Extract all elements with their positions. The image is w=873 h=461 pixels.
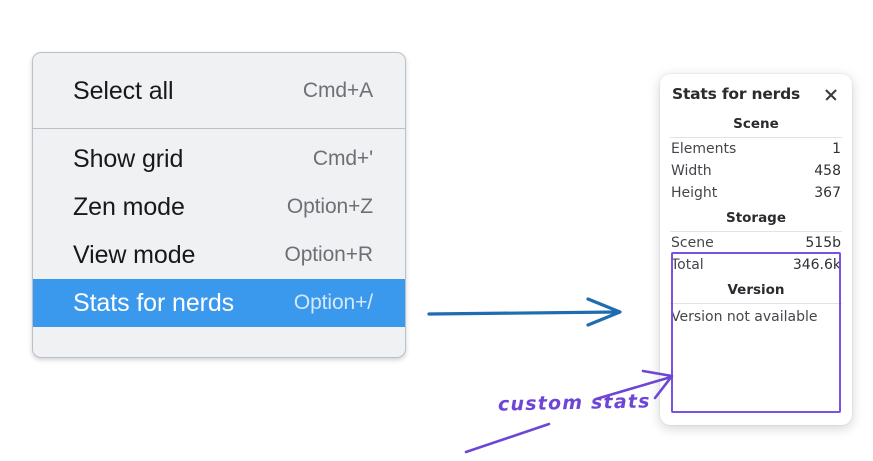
menu-item-label: Show grid [73,144,184,173]
stat-row-height: Height 367 [660,182,852,204]
menu-item-view-mode[interactable]: View mode Option+R [33,231,405,279]
menu-item-zen-mode[interactable]: Zen mode Option+Z [33,183,405,231]
menu-item-stats-for-nerds[interactable]: Stats for nerds Option+/ [33,279,405,327]
stat-row-elements: Elements 1 [660,138,852,160]
menu-item-label: View mode [73,240,196,269]
stat-row-width: Width 458 [660,160,852,182]
stats-for-nerds-panel[interactable]: Stats for nerds Scene Elements 1 Width 4… [660,74,852,425]
menu-section-2: Show grid Cmd+' Zen mode Option+Z View m… [33,129,405,347]
stat-row-storage-total: Total 346.6k [660,254,852,276]
panel-header: Stats for nerds [660,74,852,110]
menu-item-label: Zen mode [73,192,185,221]
stat-key: Height [671,185,718,201]
purple-underline-stroke [464,422,551,454]
menu-item-shortcut: Option+R [284,243,373,266]
menu-item-select-all[interactable]: Select all Cmd+A [33,67,405,115]
menu-bottom-padding [33,327,405,341]
stat-value: 1 [832,141,841,157]
panel-title: Stats for nerds [672,85,801,103]
section-heading-version: Version [727,282,785,298]
stat-value: 367 [814,185,841,201]
stat-key: Total [671,257,704,273]
custom-stats-annotation-label: custom stats [497,390,651,416]
version-section: Version Version not available [660,276,852,329]
stat-value: 458 [814,163,841,179]
stat-row-storage-scene: Scene 515b [660,232,852,254]
section-rule [670,303,842,304]
section-rule [670,137,842,138]
menu-item-shortcut: Option+/ [293,291,373,314]
section-heading-storage: Storage [725,210,787,226]
stat-key: Width [671,163,712,179]
stat-key: Elements [671,141,737,157]
menu-item-label: Select all [73,76,174,105]
stat-value: 346.6k [792,257,841,273]
scene-section: Scene Elements 1 Width 458 Height 367 [660,110,852,204]
close-icon[interactable] [823,87,838,102]
stat-key: Scene [671,235,714,251]
menu-divider [33,128,405,129]
stat-value: 515b [805,235,841,251]
section-rule [670,231,842,232]
menu-item-label: Stats for nerds [73,288,235,317]
storage-section: Storage Scene 515b Total 346.6k [660,204,852,276]
menu-item-shortcut: Cmd+' [312,147,373,170]
context-menu[interactable]: Select all Cmd+A Show grid Cmd+' Zen mod… [32,52,406,358]
menu-item-shortcut: Option+Z [286,195,373,218]
version-text: Version not available [671,309,818,325]
menu-item-shortcut: Cmd+A [302,79,373,102]
menu-section-1: Select all Cmd+A [33,53,405,128]
section-heading-scene: Scene [733,116,779,132]
menu-item-show-grid[interactable]: Show grid Cmd+' [33,135,405,183]
blue-arrow [427,297,622,327]
